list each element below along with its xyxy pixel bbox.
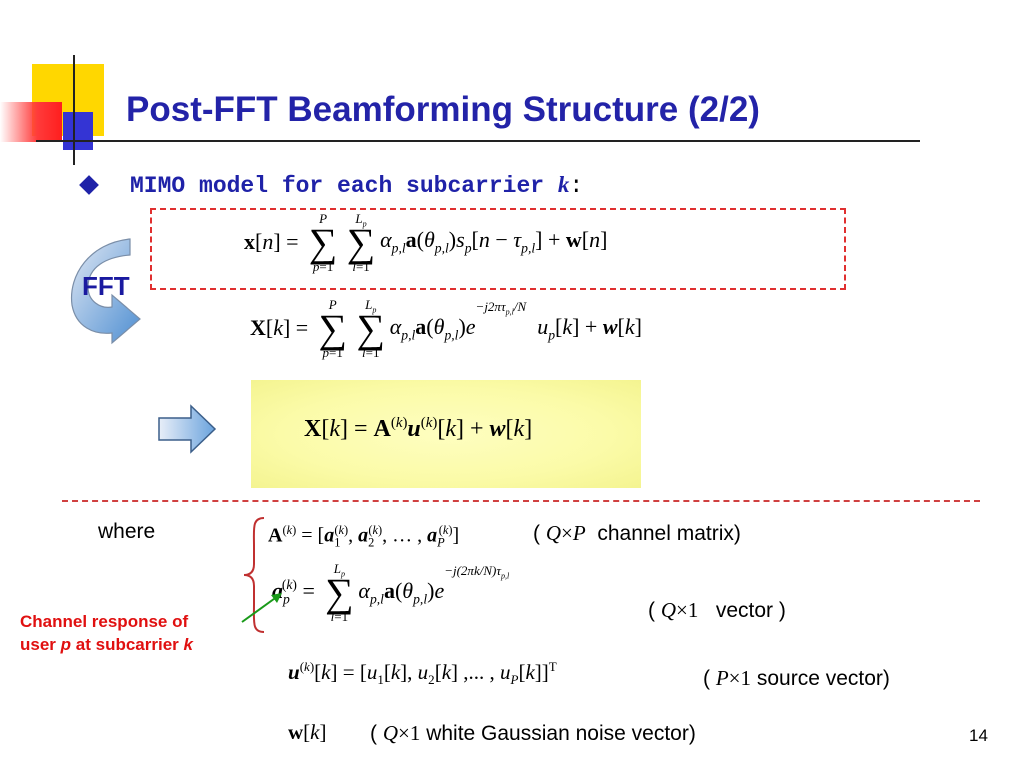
equation-compact-model: X[k] = A(k)u(k)[k] + w[k] <box>304 415 533 442</box>
diamond-bullet-icon <box>79 175 99 195</box>
page-number: 14 <box>969 726 988 745</box>
fft-curved-arrow-icon <box>70 238 141 345</box>
noise-vector-text: white Gaussian noise vector) <box>426 722 696 745</box>
compact-model-panel <box>251 380 641 488</box>
note-user-var: p <box>60 635 72 654</box>
source-vector-description: ( P×1 source vector) <box>703 666 890 690</box>
note-user-text: user <box>20 635 56 654</box>
fft-label: FFT <box>82 271 130 301</box>
section-divider <box>62 500 980 502</box>
channel-vector-description: ( Q×1 vector ) <box>648 598 786 622</box>
note-line-2: user p at subcarrier k <box>20 633 193 656</box>
green-pointer-arrow-icon <box>241 593 282 623</box>
right-block-arrow-icon <box>158 404 217 454</box>
channel-matrix-description: ( Q×P channel matrix) <box>533 521 741 545</box>
noise-vector-description: ( Q×1 white Gaussian noise vector) <box>370 721 696 745</box>
time-domain-model-box <box>150 208 846 290</box>
title-decoration-blue-square <box>63 112 93 150</box>
title-decoration-vertical-line <box>73 55 75 165</box>
source-vector-text: source vector) <box>756 667 890 690</box>
channel-vector-text: vector ) <box>715 599 786 622</box>
bullet-label: MIMO model for each subcarrier <box>130 173 545 199</box>
note-subcarrier-text: at subcarrier <box>75 635 179 654</box>
channel-response-note: Channel response of user p at subcarrier… <box>20 610 193 656</box>
note-line-1: Channel response of <box>20 612 189 631</box>
where-label: where <box>98 520 156 543</box>
bullet-colon: : <box>569 173 584 199</box>
bullet-variable: k <box>557 172 570 197</box>
bullet-text: MIMO model for each subcarrier k: <box>130 172 583 199</box>
equation-channel-matrix: A(k) = [a1(k), a2(k), … , aP(k)] <box>268 523 460 550</box>
equation-noise-vector: w[k] <box>288 720 327 744</box>
title-underline <box>36 140 920 142</box>
equation-source-vector: u(k)[k] = [u1[k], u2[k] ,... , uP[k]]T <box>288 659 557 688</box>
channel-matrix-text: channel matrix) <box>597 522 741 545</box>
slide-title: Post-FFT Beamforming Structure (2/2) <box>126 90 760 129</box>
note-subcarrier-var: k <box>183 635 193 654</box>
brace-icon <box>243 517 265 633</box>
title-decoration-red-bar <box>0 102 62 142</box>
